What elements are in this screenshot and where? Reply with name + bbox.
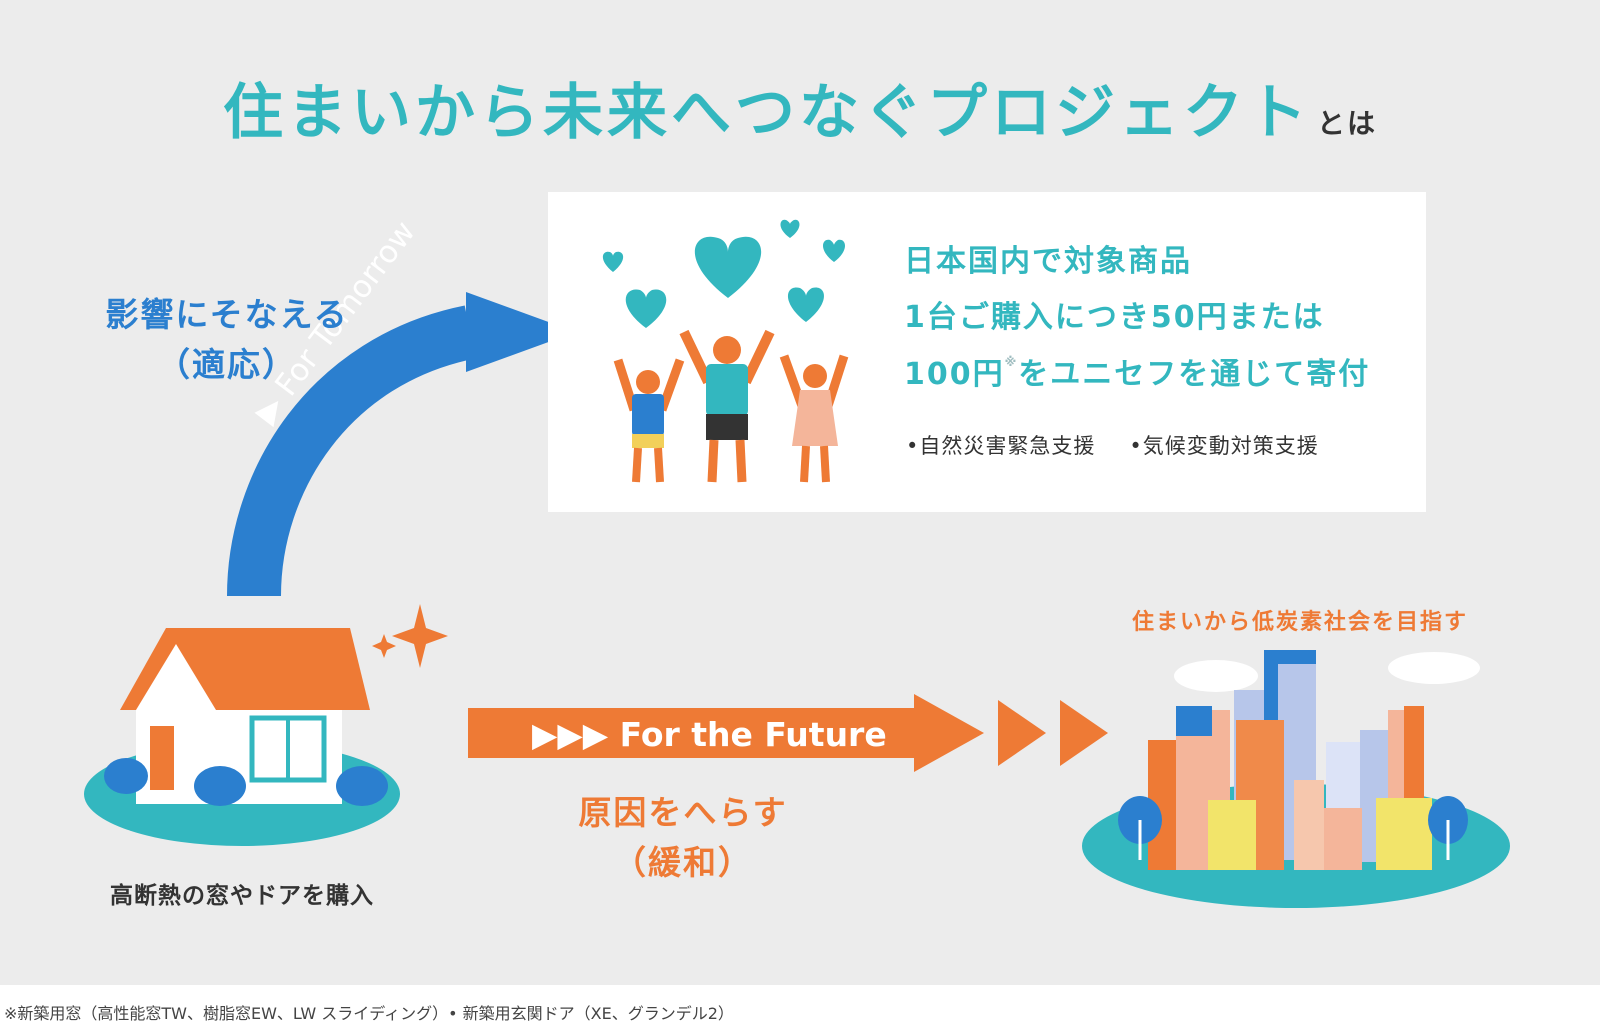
adaptation-line2: （適応） [157, 345, 297, 384]
support-list: •自然災害緊急支援 •気候変動対策支援 [906, 430, 1353, 460]
child-middle [679, 329, 775, 483]
mitigation-label: 原因をへらす （緩和） [540, 788, 826, 888]
support-item-disaster: •自然災害緊急支援 [906, 434, 1096, 458]
for-the-future-label: ▶▶▶ For the Future [532, 715, 887, 754]
city-illustration [1082, 650, 1510, 908]
adaptation-line1: 影響にそなえる [105, 295, 349, 334]
child-left [613, 358, 685, 483]
house-caption: 高断熱の窓やドアを購入 [110, 883, 374, 909]
mitigation-line1: 原因をへらす [578, 793, 788, 832]
footnote-mark: ※ [1004, 355, 1019, 369]
children-hearts-illustration [602, 219, 849, 483]
panel-line-3-amount: 100円 [904, 357, 1005, 392]
heart-icon [694, 236, 762, 298]
panel-line-1: 日本国内で対象商品 [904, 244, 1192, 279]
for-tomorrow-arrow [227, 292, 576, 597]
for-the-future-arrow [468, 694, 1108, 772]
heart-icon [788, 287, 824, 322]
page-title: 住まいから未来へつなぐプロジェクトとは [0, 64, 1600, 151]
donation-panel: 日本国内で対象商品 1台ご購入につき50円または 100円※をユニセフを通じて寄… [548, 192, 1426, 512]
support-item-climate: •気候変動対策支援 [1129, 434, 1319, 458]
panel-line-2: 1台ご購入につき50円または [904, 300, 1325, 335]
heart-icon [625, 289, 667, 328]
title-suffix: とは [1316, 107, 1377, 140]
panel-line-3: 100円※をユニセフを通じて寄付 [904, 349, 1370, 393]
adaptation-label: 影響にそなえる （適応） [92, 290, 362, 390]
heart-icon [780, 219, 800, 238]
heart-icons [602, 219, 845, 328]
footnote: ※新築用窓（高性能窓TW、樹脂窓EW、LW スライディング）• 新築用玄関ドア（… [4, 1004, 734, 1023]
title-main: 住まいから未来へつなぐプロジェクト [222, 78, 1311, 148]
city-caption: 住まいから低炭素社会を目指す [1131, 610, 1468, 635]
panel-line-3-rest: をユニセフを通じて寄付 [1018, 357, 1371, 392]
sparkle-icon [372, 604, 448, 668]
heart-icon [602, 251, 624, 272]
heart-icon [823, 239, 845, 262]
child-right [779, 354, 849, 483]
infographic-canvas: 住まいから未来へつなぐプロジェクトとは ▶ For Tomorrow 影響にそな… [0, 0, 1600, 985]
mitigation-line2: （緩和） [613, 843, 753, 882]
house-illustration [84, 628, 400, 846]
